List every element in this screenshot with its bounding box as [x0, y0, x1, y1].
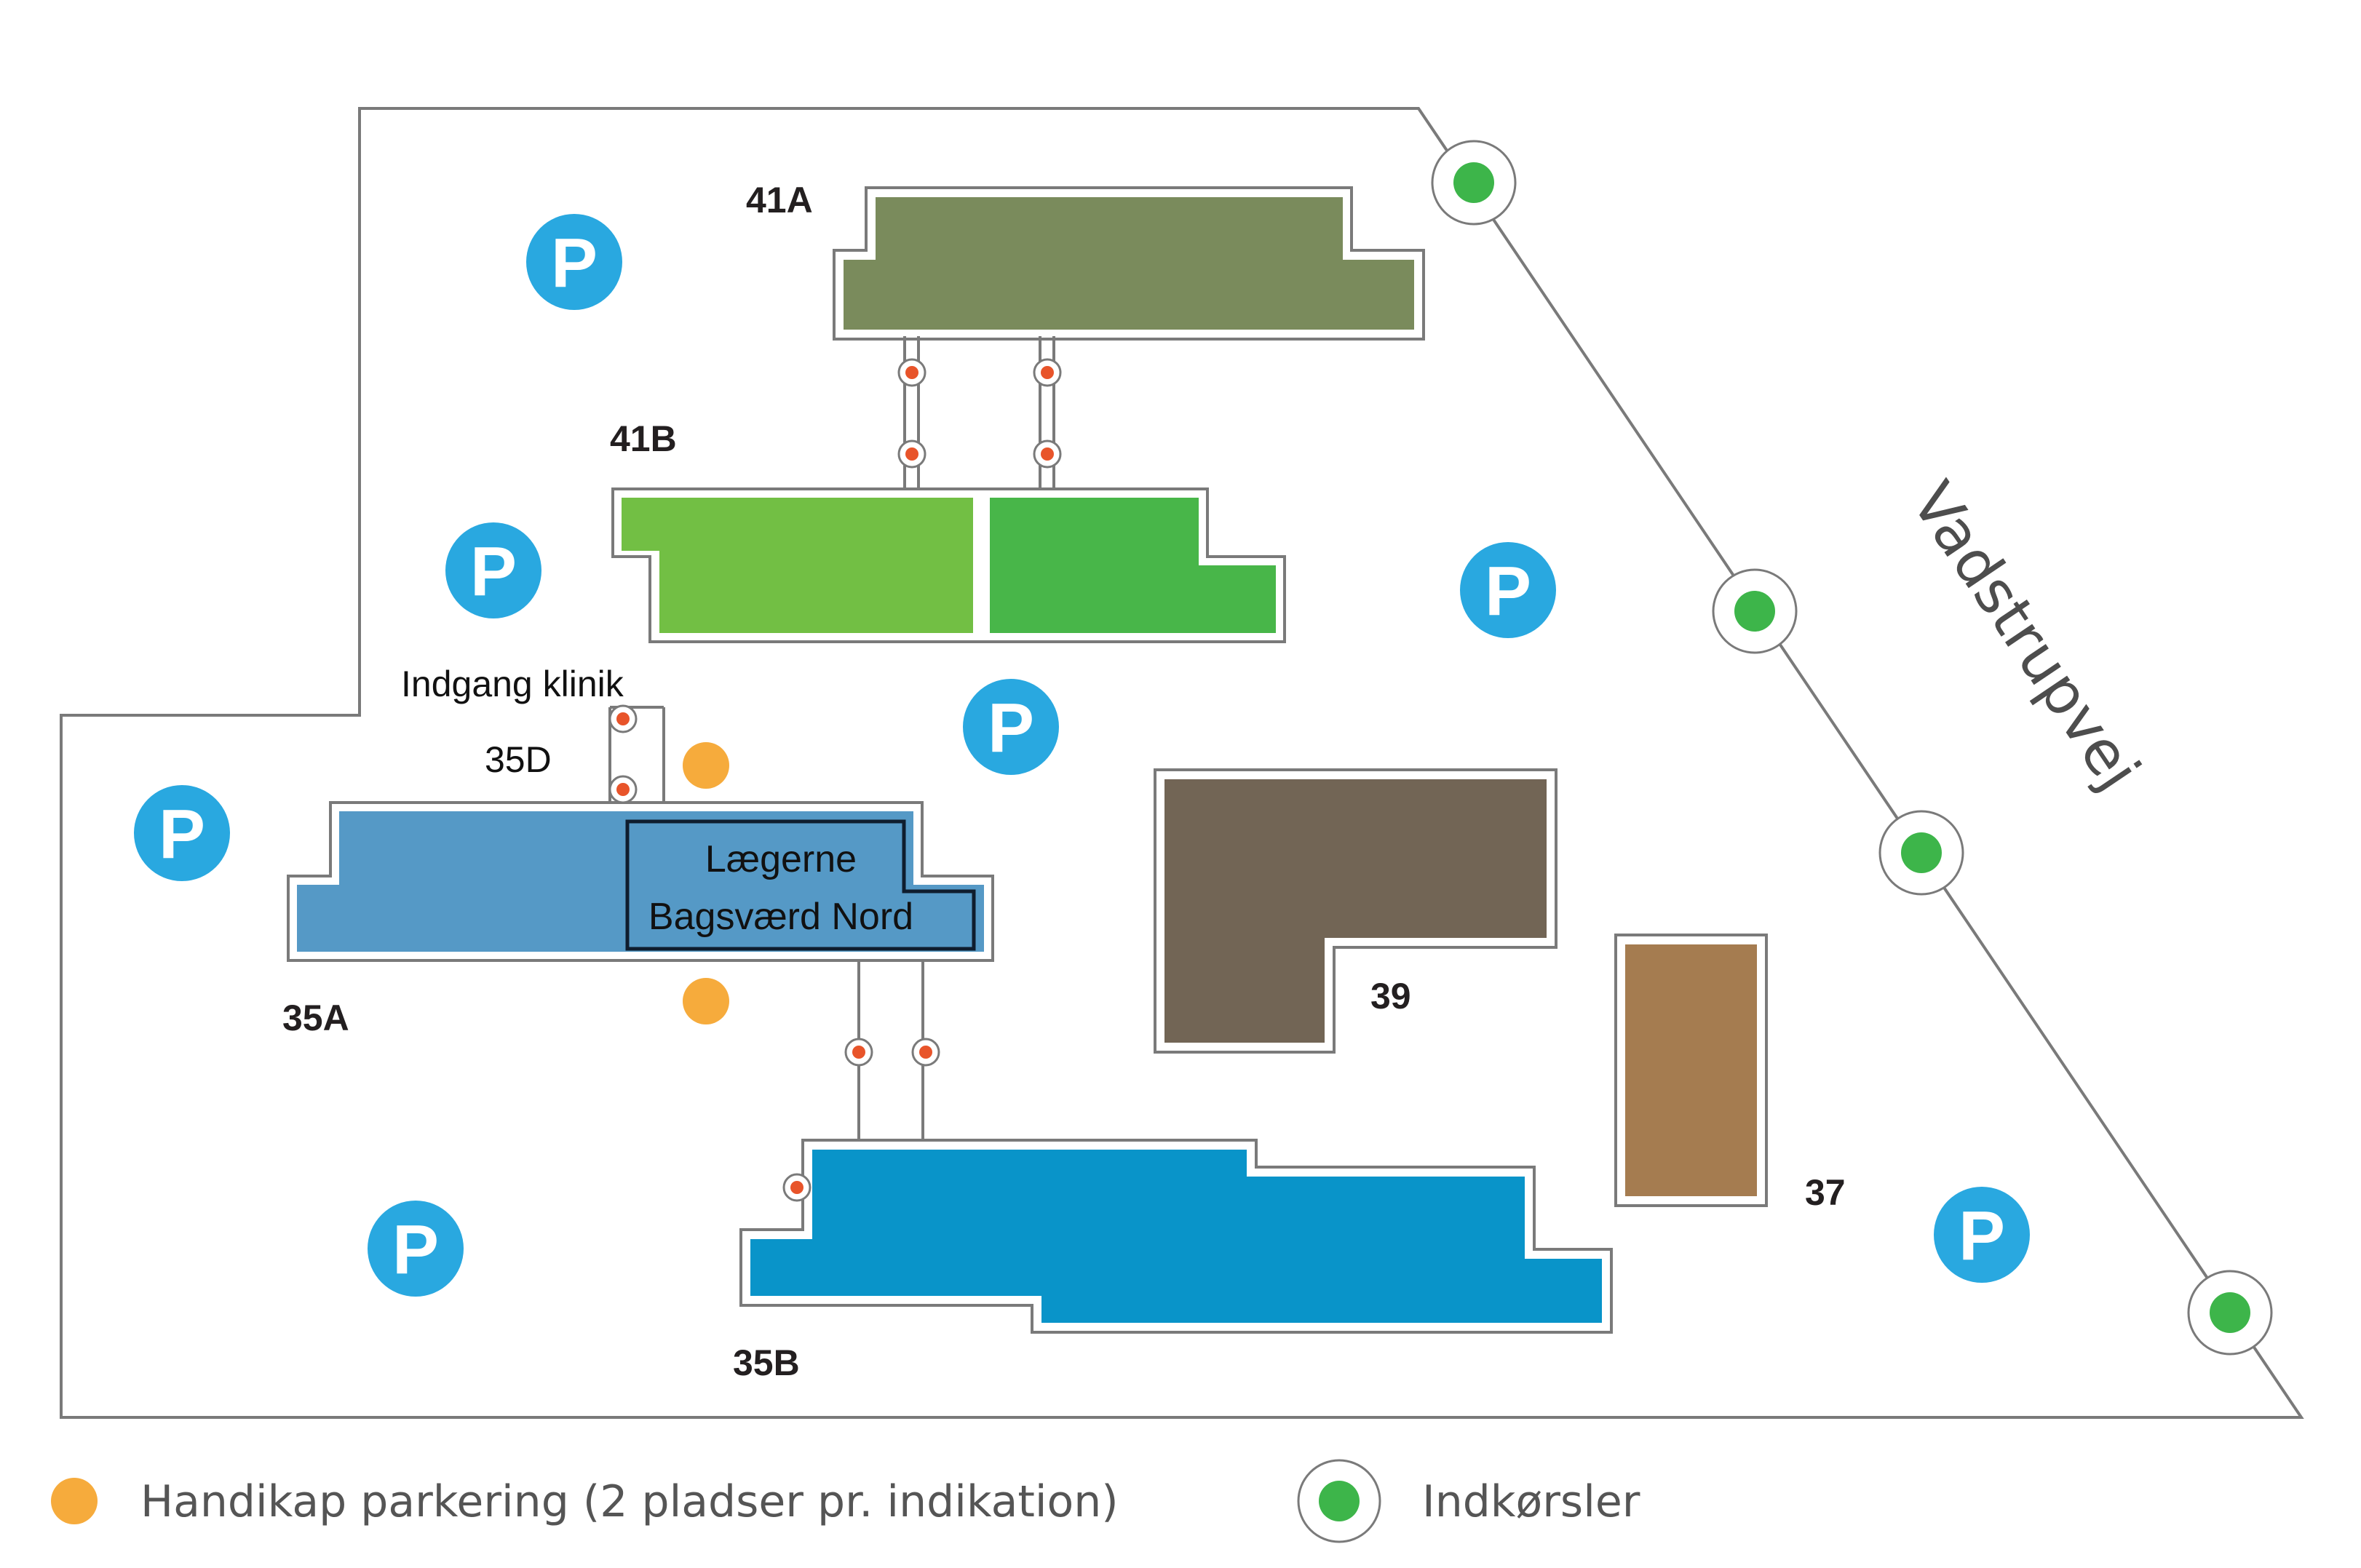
- door-marker-icon: [897, 439, 926, 469]
- clinic-name-line1: Lægerne: [705, 838, 857, 880]
- building-41B-left-wing: [622, 498, 973, 633]
- label-35D: 35D: [485, 739, 552, 780]
- label-41B: 41B: [610, 418, 677, 459]
- label-35B: 35B: [733, 1342, 800, 1383]
- parking-icon[interactable]: P: [526, 214, 622, 310]
- handicap-legend-dot: [51, 1478, 98, 1524]
- entrance-legend-dot: [1319, 1481, 1360, 1521]
- door-marker-icon: [1033, 439, 1062, 469]
- parking-icon[interactable]: P: [134, 785, 230, 881]
- building-35A[interactable]: [287, 801, 994, 962]
- label-35A: 35A: [282, 998, 349, 1038]
- door-marker-icon: [608, 775, 638, 804]
- legend-entrances-label: Indkørsler: [1422, 1476, 1640, 1527]
- door-marker-icon: [844, 1038, 873, 1067]
- building-39[interactable]: [1154, 768, 1558, 1054]
- entrance-marker-icon[interactable]: [1712, 568, 1798, 654]
- door-marker-icon: [782, 1173, 812, 1202]
- label-39: 39: [1370, 976, 1411, 1016]
- svg-text:P: P: [1485, 552, 1531, 630]
- entrance-marker-icon[interactable]: [1431, 140, 1517, 226]
- clinic-box[interactable]: Lægerne Bagsværd Nord: [625, 819, 976, 951]
- parking-icon[interactable]: P: [963, 679, 1059, 775]
- svg-text:P: P: [988, 689, 1034, 767]
- parking-icon[interactable]: P: [368, 1201, 464, 1297]
- parking-icon[interactable]: P: [1934, 1187, 2030, 1283]
- building-35B[interactable]: [739, 1139, 1613, 1334]
- svg-text:P: P: [551, 224, 598, 302]
- site-boundary: [60, 107, 2304, 1419]
- entrance-marker-icon[interactable]: [1878, 810, 1964, 896]
- building-41A[interactable]: [833, 186, 1425, 341]
- svg-text:P: P: [1959, 1197, 2005, 1275]
- door-markers: [608, 358, 1062, 1202]
- building-41B[interactable]: [611, 487, 1286, 643]
- road-name: Vadstrupvej: [1897, 470, 2153, 802]
- svg-text:P: P: [159, 795, 205, 873]
- legend-handicap-label: Handikap parkering (2 pladser pr. indika…: [140, 1476, 1119, 1527]
- label-37: 37: [1805, 1172, 1846, 1213]
- door-marker-icon: [608, 704, 638, 733]
- door-marker-icon: [897, 358, 926, 387]
- label-41A: 41A: [746, 180, 813, 220]
- door-marker-icon: [911, 1038, 940, 1067]
- clinic-name-line2: Bagsværd Nord: [648, 896, 913, 938]
- building-37[interactable]: [1614, 934, 1768, 1207]
- handicap-parking-dot: [683, 742, 729, 789]
- door-marker-icon: [1033, 358, 1062, 387]
- handicap-parking-dot: [683, 978, 729, 1024]
- svg-text:P: P: [470, 533, 517, 610]
- svg-text:P: P: [392, 1211, 439, 1289]
- legend: Handikap parkering (2 pladser pr. indika…: [51, 1459, 1640, 1543]
- parking-icon[interactable]: P: [445, 522, 541, 618]
- building-41B-right-wing: [990, 498, 1276, 633]
- label-clinic-entrance: Indgang klinik: [401, 664, 624, 704]
- entrance-marker-icon[interactable]: [2187, 1270, 2273, 1356]
- parking-icon[interactable]: P: [1460, 542, 1556, 638]
